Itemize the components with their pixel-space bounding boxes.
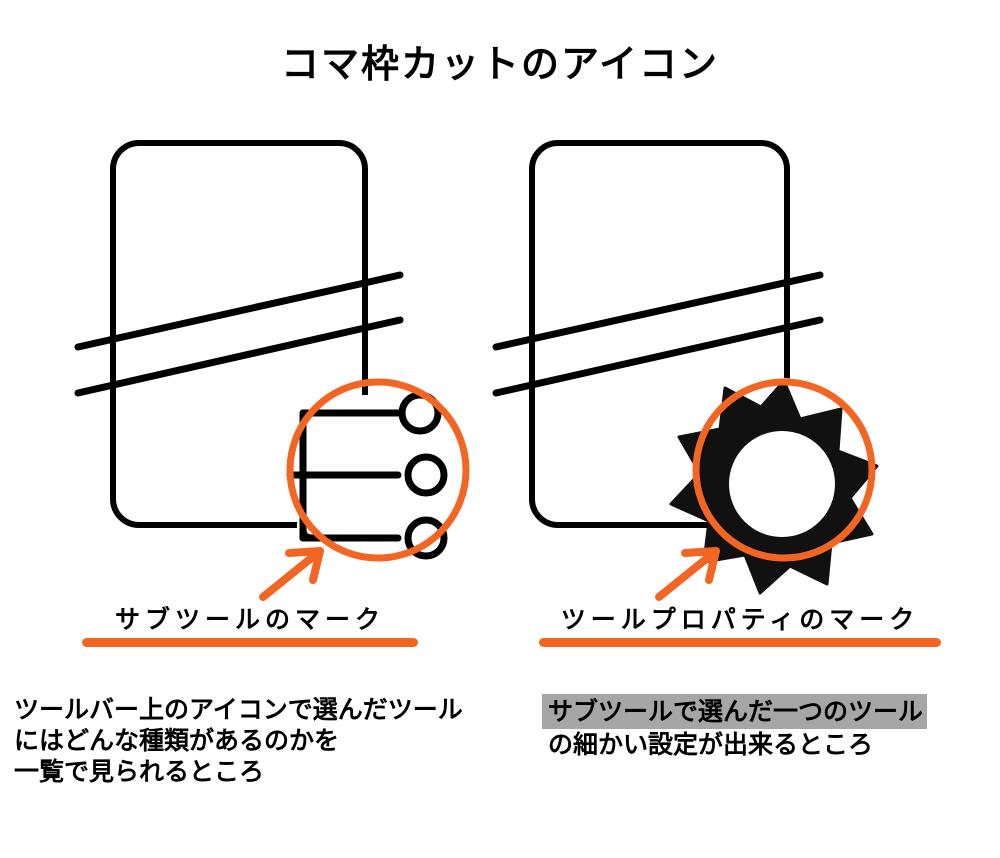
panel-frame-rect-right <box>529 140 790 528</box>
panel-frame-rect-left <box>110 140 368 528</box>
description-line: の細かい設定が出来るところ <box>548 730 874 759</box>
highlight-circle-left <box>286 378 470 562</box>
caption-underline-subtool <box>82 637 418 647</box>
frame-cut-icon-toolproperty <box>492 140 879 601</box>
cut-line-upper-left <box>74 271 404 351</box>
highlight-circle-right <box>692 378 876 562</box>
frame-cut-icon-subtool <box>74 140 470 601</box>
cut-line-lower-right <box>492 316 824 397</box>
description-subtool: ツールバー上のアイコンで選んだツール にはどんな種類があるのかを 一覧で見られる… <box>14 694 463 787</box>
pointer-arrow-left <box>259 547 324 601</box>
caption-title-toolproperty: ツールプロパティのマーク <box>560 605 920 634</box>
gear-center-hole <box>729 431 835 537</box>
description-line-highlighted: サブツールで選んだ一つのツール <box>542 694 928 729</box>
caption-block-subtool: サブツールのマーク <box>20 605 480 647</box>
description-toolproperty: サブツールで選んだ一つのツール の細かい設定が出来るところ <box>542 694 928 760</box>
subtool-knob-2 <box>404 453 448 497</box>
description-line: 一覧で見られるところ <box>14 757 265 786</box>
description-line: にはどんな種類があるのかを <box>14 726 340 755</box>
page-title: コマ枠カットのアイコン <box>280 42 720 86</box>
cut-line-upper-right <box>492 271 824 351</box>
caption-underline-toolproperty <box>539 637 941 647</box>
caption-title-subtool: サブツールのマーク <box>114 605 385 634</box>
description-line: ツールバー上のアイコンで選んだツール <box>14 695 463 724</box>
caption-block-toolproperty: ツールプロパティのマーク <box>500 605 980 647</box>
cut-line-lower-left <box>74 316 404 397</box>
pointer-arrow-right <box>655 547 720 601</box>
